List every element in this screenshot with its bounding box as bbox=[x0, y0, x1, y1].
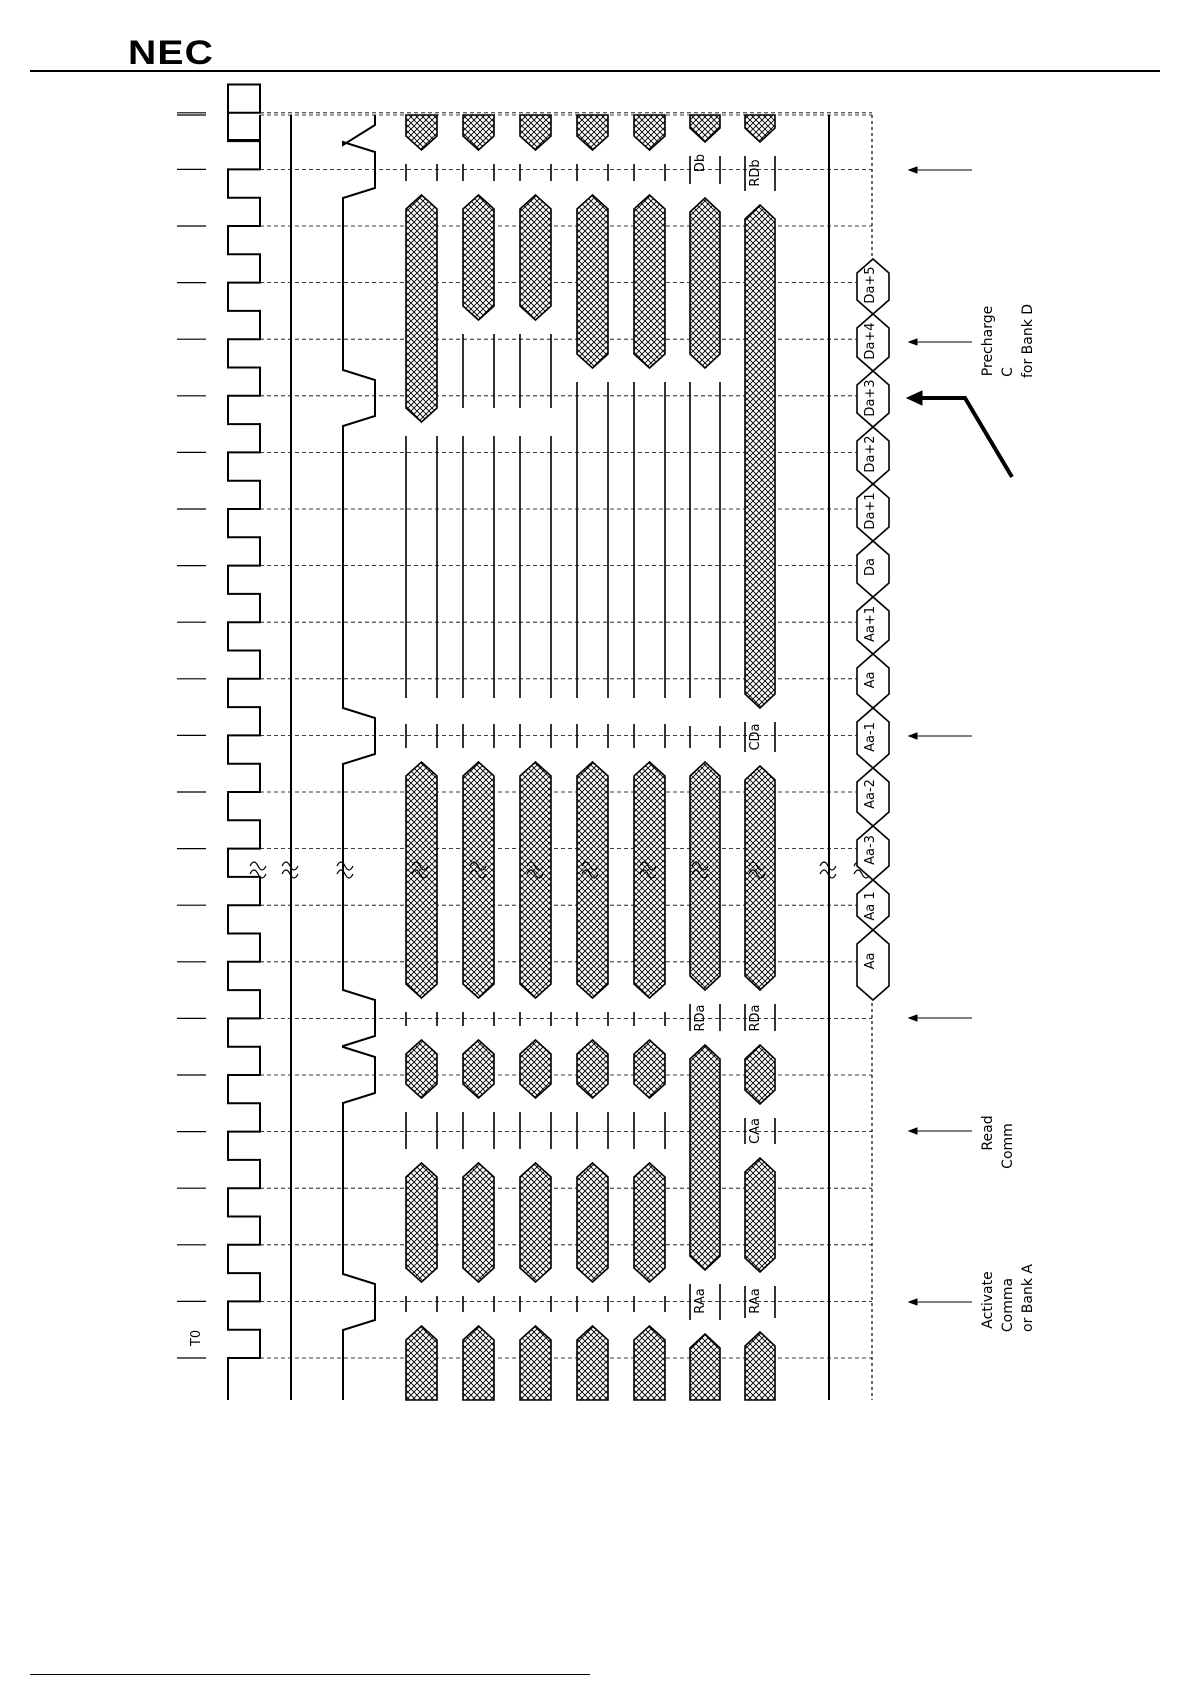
annotation-arrows bbox=[907, 167, 1012, 1305]
dq-label-da+2: Da+2 bbox=[863, 435, 878, 472]
lane-we-hatch bbox=[520, 1326, 551, 1400]
break-mark bbox=[337, 862, 353, 870]
svg-text:Comm: Comm bbox=[1000, 1123, 1016, 1169]
lane-ba-hatch bbox=[577, 762, 608, 998]
lane-a10-hatch bbox=[634, 1163, 665, 1282]
lane-addr-a-hatch bbox=[690, 1045, 720, 1270]
lane-addr-a-hatch bbox=[690, 115, 720, 142]
svg-text:Activate: Activate bbox=[980, 1271, 996, 1328]
annotation-read-command: Read Comm bbox=[980, 1115, 1016, 1168]
lane-cas-hatch bbox=[463, 1163, 494, 1282]
clock-waveform bbox=[228, 85, 260, 1401]
bus-label-caa: CAa bbox=[748, 1118, 763, 1144]
svg-text:C: C bbox=[1000, 367, 1016, 377]
bus-waveforms bbox=[406, 115, 775, 1400]
dq-data-labels: Aa Aa 1 Aa-3 Aa-2 Aa-1 Aa Aa+1 Da Da+1 D… bbox=[863, 266, 878, 969]
time-ticks bbox=[177, 113, 206, 1358]
lane-ras-hatch bbox=[406, 762, 437, 998]
bus-label-db: Db bbox=[693, 154, 708, 172]
lane-we-hatch bbox=[520, 195, 551, 320]
dq-label-aa-1: Aa-1 bbox=[863, 722, 878, 752]
dq-label-da+3: Da+3 bbox=[863, 379, 878, 416]
svg-text:Precharge: Precharge bbox=[980, 306, 996, 376]
dq-label-aa-2: Aa-2 bbox=[863, 779, 878, 809]
lane-we-hatch bbox=[520, 115, 551, 150]
dq-label-aa+1: Aa+1 bbox=[863, 606, 878, 642]
break-mark bbox=[337, 870, 353, 878]
lane-addr-b-hatch bbox=[745, 1332, 775, 1400]
dq-label-aa-low: Aa bbox=[863, 953, 878, 970]
lane-a10-hatch bbox=[634, 1326, 665, 1400]
time-label-t0: T0 bbox=[189, 1330, 204, 1347]
lane-cas-hatch bbox=[463, 195, 494, 320]
lane-addr-a-hatch bbox=[690, 198, 720, 368]
lane-addr-b-hatch bbox=[745, 205, 775, 708]
lane-addr-b-hatch bbox=[745, 1045, 775, 1104]
lane-a10-hatch bbox=[634, 115, 665, 150]
bus-label-rda-a: RDa bbox=[693, 1004, 708, 1031]
dq-label-da+4: Da+4 bbox=[863, 322, 878, 359]
svg-text:or Bank A: or Bank A bbox=[1020, 1264, 1036, 1332]
time-gridlines bbox=[260, 113, 872, 1358]
lane-ba-hatch bbox=[577, 1326, 608, 1400]
lane-a10-hatch bbox=[634, 762, 665, 998]
lane-ras-hatch bbox=[406, 195, 437, 422]
lane-we-hatch bbox=[520, 762, 551, 998]
bus-label-raa-a: RAa bbox=[693, 1288, 708, 1313]
lane-cas-hatch bbox=[463, 1040, 494, 1098]
dq-label-aa1-low: Aa 1 bbox=[863, 891, 878, 920]
lane-ba-hatch bbox=[577, 1040, 608, 1098]
bus-label-rda-b: RDa bbox=[748, 1004, 763, 1031]
svg-text:Read: Read bbox=[980, 1115, 996, 1150]
svg-text:for Bank D: for Bank D bbox=[1020, 304, 1036, 378]
lane-cas-hatch bbox=[463, 1326, 494, 1400]
lane-addr-b-hatch bbox=[745, 1158, 775, 1272]
lane-ba-hatch bbox=[577, 115, 608, 150]
dq-label-aa: Aa bbox=[863, 672, 878, 689]
lane-we-hatch bbox=[520, 1040, 551, 1098]
lane-a10-hatch bbox=[634, 195, 665, 368]
bus-label-cda: CDa bbox=[748, 723, 763, 750]
dq-label-da+5: Da+5 bbox=[863, 266, 878, 303]
bus-label-raa-b: RAa bbox=[748, 1288, 763, 1313]
lane-ras-hatch bbox=[406, 1163, 437, 1282]
lane-ba-hatch bbox=[577, 1163, 608, 1282]
lane-ba-hatch bbox=[577, 195, 608, 368]
lane-ras-hatch bbox=[406, 1040, 437, 1098]
lane-addr-a-hatch bbox=[690, 1334, 720, 1400]
lane-ras-hatch bbox=[406, 1326, 437, 1400]
lane-a10-hatch bbox=[634, 1040, 665, 1098]
cs-trace bbox=[343, 115, 375, 1400]
dq-label-da: Da bbox=[863, 558, 878, 576]
annotation-precharge-bank-d: Precharge C for Bank D bbox=[980, 304, 1036, 378]
break-mark bbox=[250, 862, 266, 870]
annotation-activate-bank-a: Activate Comma or Bank A bbox=[980, 1264, 1036, 1333]
lane-cas-hatch bbox=[463, 762, 494, 998]
svg-text:Comma: Comma bbox=[1000, 1278, 1016, 1332]
lane-addr-b-hatch bbox=[745, 115, 775, 142]
clock-trace bbox=[228, 85, 260, 1401]
lane-cas-hatch bbox=[463, 115, 494, 150]
dq-label-aa-3: Aa-3 bbox=[863, 835, 878, 865]
bus-label-rdb: RDb bbox=[748, 159, 763, 186]
lane-addr-a-hatch bbox=[690, 762, 720, 990]
lane-we-hatch bbox=[520, 1163, 551, 1282]
dq-label-da+1: Da+1 bbox=[863, 492, 878, 529]
lane-ras-hatch bbox=[406, 115, 437, 150]
